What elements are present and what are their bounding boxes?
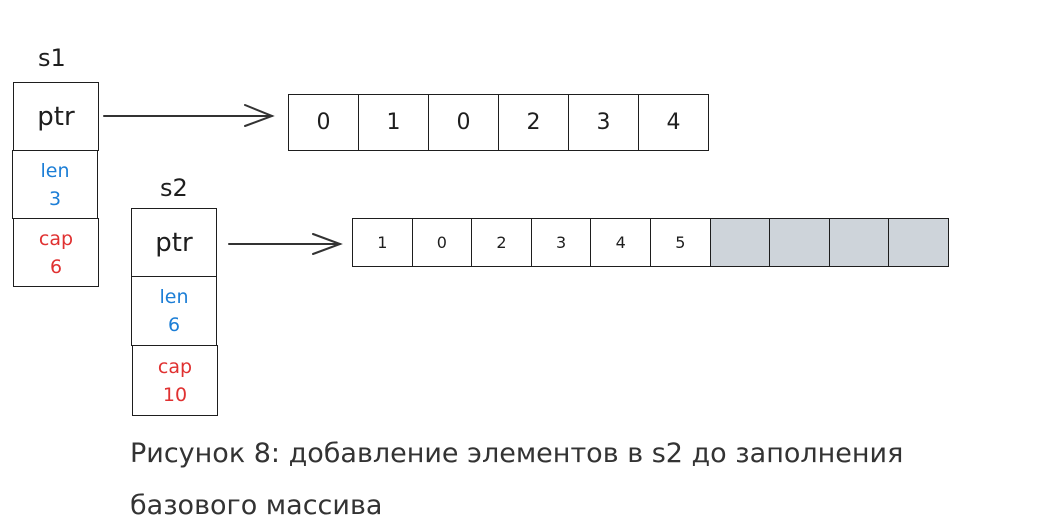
s2-len-field: len 6: [131, 276, 217, 346]
array-cell: 5: [650, 218, 711, 267]
array-cell: 0: [411, 218, 473, 267]
s2-pointer-arrow: [228, 233, 343, 255]
array-cell: 3: [568, 94, 639, 151]
s1-ptr-field: ptr: [13, 82, 99, 151]
array-cell: 1: [352, 218, 413, 267]
s1-cap-field: cap 6: [13, 218, 99, 287]
s1-len-value: 3: [48, 187, 62, 210]
s1-cap-value: 6: [49, 255, 63, 278]
caption-line-1: Рисунок 8: добавление элементов в s2 до …: [130, 438, 904, 469]
s1-label: s1: [38, 44, 66, 72]
array-cell-empty: [769, 218, 830, 267]
array-cell: 0: [428, 94, 499, 151]
figure-caption: Рисунок 8: добавление элементов в s2 до …: [130, 428, 1010, 532]
s1-cap-label: cap: [38, 227, 74, 250]
s2-ptr-field: ptr: [131, 208, 217, 277]
array-cell: 0: [288, 94, 359, 151]
s2-len-value: 6: [167, 314, 181, 336]
s2-label: s2: [160, 174, 188, 202]
caption-line-2: базового массива: [130, 490, 383, 521]
s2-cap-value: 10: [162, 383, 188, 406]
s2-ptr-label: ptr: [155, 227, 193, 258]
array-cell: 1: [358, 94, 429, 151]
array-cell-empty: [709, 218, 771, 267]
s1-ptr-label: ptr: [37, 101, 75, 132]
array-cell-empty: [828, 218, 890, 267]
s1-pointer-arrow: [103, 104, 275, 127]
s2-len-label: len: [159, 286, 189, 308]
array-cell: 3: [530, 218, 592, 267]
s1-len-label: len: [40, 159, 70, 182]
array-cell: 2: [471, 218, 532, 267]
s1-len-field: len 3: [12, 150, 98, 219]
array-cell: 2: [498, 94, 569, 151]
array-cell-empty: [888, 218, 949, 267]
s2-cap-field: cap 10: [132, 345, 218, 416]
s2-cap-label: cap: [157, 355, 193, 378]
array-cell: 4: [590, 218, 651, 267]
array-cell: 4: [638, 94, 709, 151]
